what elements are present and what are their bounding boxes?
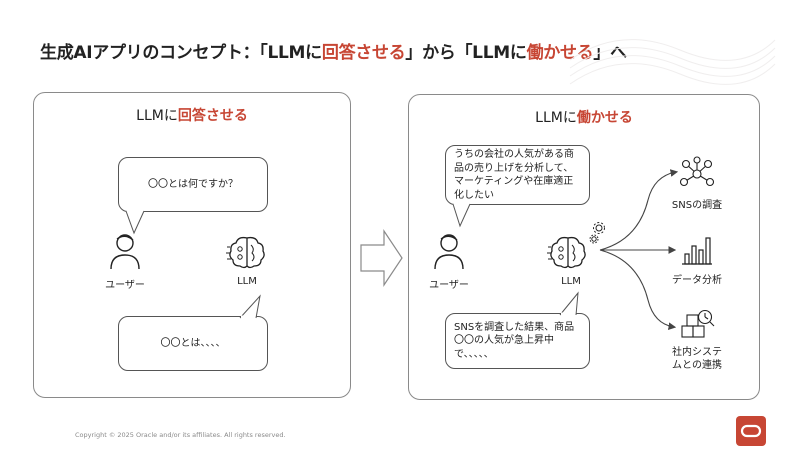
user-icon [110, 234, 140, 270]
answer-bubble-tail [239, 294, 261, 319]
answer-bubble: 〇〇とは、、、、 [118, 316, 268, 371]
result-bubble-tail [559, 291, 579, 316]
tool-label-system: 社内システムとの連携 [672, 347, 722, 371]
question-bubble: 〇〇とは何ですか？ [118, 157, 268, 212]
copyright-text: Copyright © 2025 Oracle and/or its affil… [75, 431, 286, 439]
title-accent-1: 回答させる [321, 43, 406, 63]
brain-icon [226, 236, 265, 269]
left-panel-title: LLMに回答させる [34, 105, 350, 125]
oracle-logo [736, 416, 766, 446]
right-user-label: ユーザー [429, 280, 469, 291]
request-bubble: うちの会社の人気がある商品の売り上げを分析して、マーケティングや在庫適正化したい [445, 145, 590, 205]
bar-chart-icon [682, 237, 712, 265]
question-bubble-text: 〇〇とは何ですか？ [148, 178, 238, 190]
right-panel-title-prefix: LLMに [535, 110, 577, 126]
left-panel-title-prefix: LLMに [136, 108, 178, 124]
left-llm-label: LLM [237, 276, 257, 287]
decorative-pattern [569, 39, 776, 85]
right-arrow-icon [360, 229, 403, 287]
request-bubble-tail [452, 201, 471, 228]
title-accent-2: 働かせる [526, 43, 594, 63]
tool-label-data: データ分析 [672, 275, 722, 286]
page-title: 生成AIアプリのコンセプト：「LLMに回答させる」から「LLMに働かせる」へ [40, 38, 627, 63]
tool-connectors [599, 169, 679, 330]
result-bubble-text: SNSを調査した結果、商品〇〇の人気が急上昇中で、、、、、 [454, 321, 575, 360]
tool-label-sns: SNSの調査 [671, 200, 723, 211]
user-icon [434, 234, 464, 270]
title-part-2: 」から「LLMに [405, 43, 527, 63]
connector-system [599, 249, 677, 330]
right-panel-title: LLMに働かせる [409, 107, 759, 127]
oracle-logo-icon [740, 424, 762, 438]
question-bubble-tail [125, 208, 145, 235]
request-bubble-text: うちの会社の人気がある商品の売り上げを分析して、マーケティングや在庫適正化したい [454, 149, 574, 201]
internal-system-icon [681, 309, 715, 338]
social-network-icon [679, 156, 715, 187]
left-user-label: ユーザー [105, 280, 145, 291]
left-panel-title-accent: 回答させる [177, 108, 248, 124]
connector-sns [599, 169, 679, 251]
right-llm-label: LLM [561, 276, 581, 287]
result-bubble: SNSを調査した結果、商品〇〇の人気が急上昇中で、、、、、 [445, 313, 590, 369]
title-part-1: 生成AIアプリのコンセプト：「LLMに [40, 43, 322, 63]
answer-bubble-text: 〇〇とは、、、、 [160, 337, 226, 349]
right-panel-title-accent: 働かせる [576, 110, 633, 126]
brain-gear-icon [547, 222, 605, 269]
